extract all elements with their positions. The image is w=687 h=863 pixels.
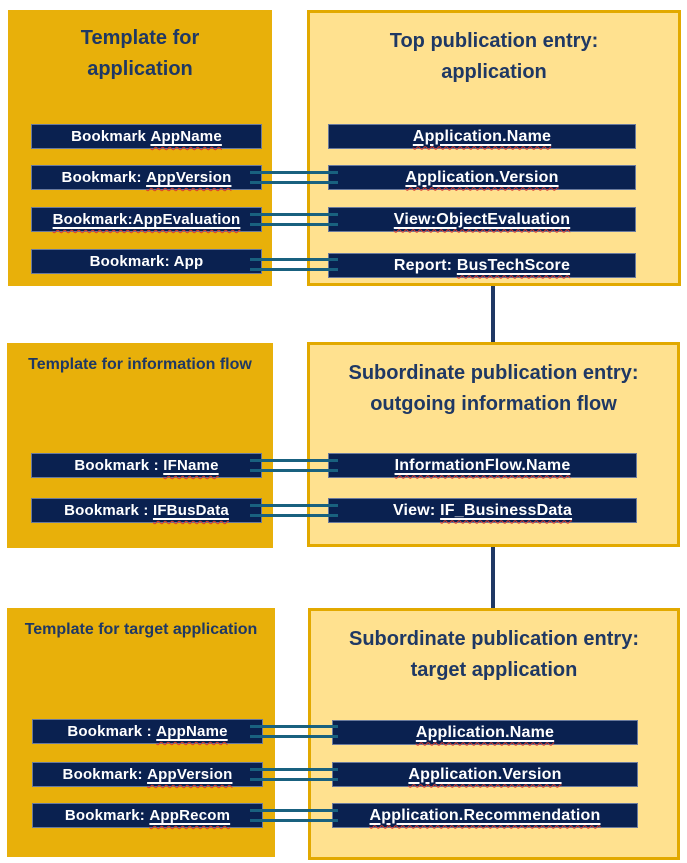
template-target-application-title: Template for target application xyxy=(24,621,258,638)
field-prefix: View: xyxy=(392,501,441,519)
bookmark-bar-ifname: Bookmark : IFName xyxy=(31,453,262,478)
connector-double-line xyxy=(250,171,338,184)
bookmark-bar-target-appversion: Bookmark: AppVersion xyxy=(32,762,263,787)
field-link: IF_BusinessData xyxy=(440,501,573,519)
bookmark-prefix: Bookmark: App xyxy=(89,253,204,270)
bookmark-link: IFBusData xyxy=(152,502,229,519)
bookmark-prefix: Bookmark xyxy=(71,128,151,145)
publication-information-flow-title: Subordinate publication entry: outgoing … xyxy=(348,362,639,415)
bookmark-link: AppRecom xyxy=(149,807,231,824)
bookmark-bar-appevaluation: Bookmark:AppEvaluation xyxy=(31,207,262,232)
bookmark-link: AppVersion xyxy=(147,766,233,783)
bookmark-bar-target-appname: Bookmark : AppName xyxy=(32,719,263,744)
connector-double-line xyxy=(250,258,338,271)
bookmark-bar-appname: Bookmark AppName xyxy=(31,124,262,149)
connector-double-line xyxy=(250,768,338,781)
field-bar-informationflow-name: InformationFlow.Name xyxy=(328,453,637,478)
field-link: BusTechScore xyxy=(456,256,571,274)
connector-double-line xyxy=(250,213,338,226)
bookmark-prefix: Bookmark : xyxy=(67,723,157,740)
bookmark-bar-app: Bookmark: App xyxy=(31,249,262,274)
field-bar-target-application-version: Application.Version xyxy=(332,762,638,787)
field-link: Application.Name xyxy=(415,723,555,741)
bookmark-link: AppName xyxy=(150,128,222,145)
bookmark-link: Bookmark:AppEvaluation xyxy=(52,211,241,228)
bookmark-prefix: Bookmark : xyxy=(74,457,164,474)
field-bar-application-recommendation: Application.Recommendation xyxy=(332,803,638,828)
connector-vertical-line xyxy=(491,547,495,608)
bookmark-bar-appversion: Bookmark: AppVersion xyxy=(31,165,262,190)
bookmark-bar-target-apprecom: Bookmark: AppRecom xyxy=(32,803,263,828)
field-bar-view-objectevaluation: View:ObjectEvaluation xyxy=(328,207,636,232)
field-link: Application.Recommendation xyxy=(369,806,601,824)
field-bar-application-name: Application.Name xyxy=(328,124,636,149)
connector-vertical-line xyxy=(491,286,495,342)
field-bar-target-application-name: Application.Name xyxy=(332,720,638,745)
field-bar-view-if-businessdata: View: IF_BusinessData xyxy=(328,498,637,523)
field-link: View:ObjectEvaluation xyxy=(393,210,571,228)
field-bar-report-bustechscore: Report: BusTechScore xyxy=(328,253,636,278)
field-link: Application.Version xyxy=(408,765,562,783)
field-link: InformationFlow.Name xyxy=(394,456,571,474)
bookmark-prefix: Bookmark : xyxy=(64,502,153,519)
field-prefix: Report: xyxy=(393,256,457,274)
field-bar-application-version: Application.Version xyxy=(328,165,636,190)
bookmark-prefix: Bookmark: xyxy=(61,169,147,186)
publication-application-title: Top publication entry: application xyxy=(389,30,599,83)
connector-double-line xyxy=(250,725,338,738)
template-information-flow-title: Template for information flow xyxy=(28,356,252,373)
bookmark-prefix: Bookmark: xyxy=(64,807,150,824)
connector-double-line xyxy=(250,459,338,472)
template-application-title: Template for application xyxy=(80,27,200,80)
connector-double-line xyxy=(250,504,338,517)
bookmark-prefix: Bookmark: xyxy=(62,766,148,783)
bookmark-bar-ifbusdata: Bookmark : IFBusData xyxy=(31,498,262,523)
bookmark-link: IFName xyxy=(163,457,219,474)
publication-target-application-title: Subordinate publication entry: target ap… xyxy=(348,628,639,681)
connector-double-line xyxy=(250,809,338,822)
field-link: Application.Version xyxy=(405,168,559,186)
bookmark-link: AppVersion xyxy=(146,169,232,186)
field-link: Application.Name xyxy=(412,127,552,145)
bookmark-link: AppName xyxy=(156,723,228,740)
